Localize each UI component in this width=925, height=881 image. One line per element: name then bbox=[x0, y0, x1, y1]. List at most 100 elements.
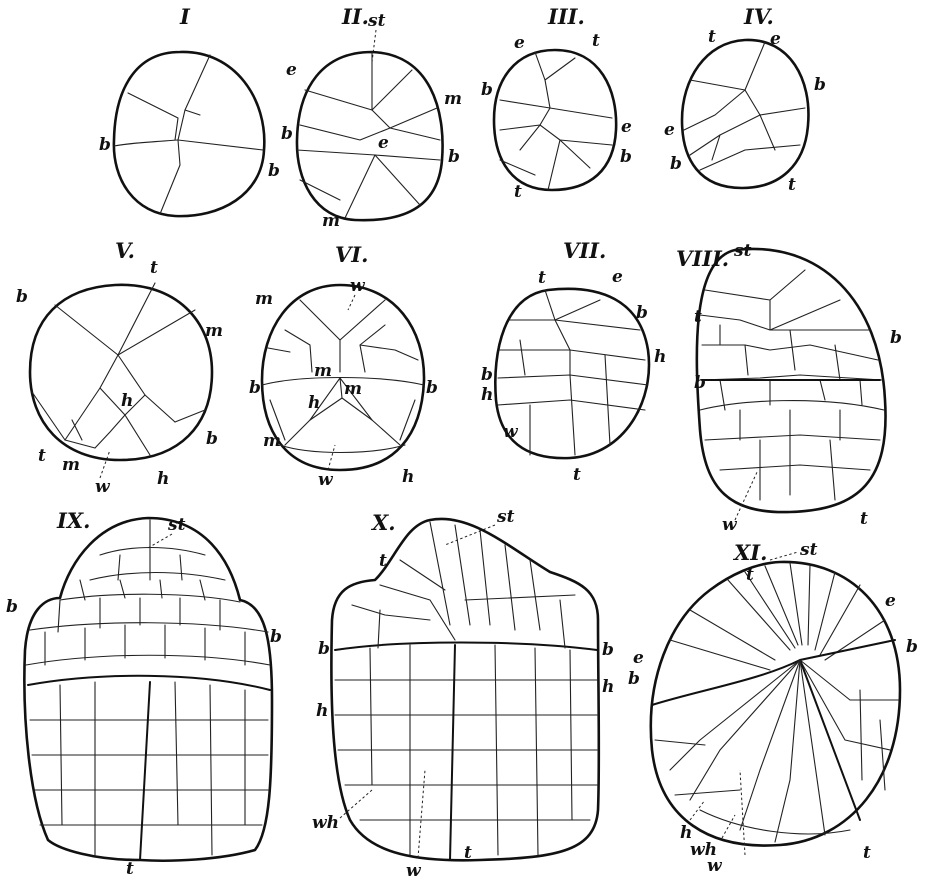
label-t: t bbox=[694, 307, 702, 327]
label-h: h bbox=[481, 385, 493, 405]
label-e: e bbox=[378, 133, 389, 153]
label-b: b bbox=[99, 135, 111, 155]
figure-iii: III. e t b e b t bbox=[481, 4, 632, 202]
label-e: e bbox=[621, 117, 632, 137]
label-h: h bbox=[157, 469, 169, 489]
label-w: w bbox=[503, 422, 519, 442]
label-b: b bbox=[694, 373, 706, 393]
label-st: st bbox=[799, 540, 818, 560]
figure-viii: VIII. st t b b w t bbox=[676, 241, 902, 535]
label-b: b bbox=[620, 147, 632, 167]
label-m: m bbox=[62, 455, 80, 475]
label-h: h bbox=[308, 393, 320, 413]
label-b: b bbox=[318, 639, 330, 659]
label-b: b bbox=[628, 669, 640, 689]
figure-vi: VI. m w b m m b h m w h bbox=[249, 242, 438, 490]
figure-title: I bbox=[179, 4, 191, 29]
figure-title: IX. bbox=[56, 508, 90, 533]
label-b: b bbox=[670, 154, 682, 174]
embryo-outline bbox=[494, 50, 616, 190]
figure-vii: VII. t e b b h h w t bbox=[481, 238, 666, 485]
label-t: t bbox=[38, 446, 46, 466]
label-t: t bbox=[126, 859, 134, 879]
label-e: e bbox=[286, 60, 297, 80]
label-t: t bbox=[379, 551, 387, 571]
label-b: b bbox=[481, 80, 493, 100]
label-w: w bbox=[350, 276, 366, 296]
figure-xi: XI. st t e e b b h wh bbox=[628, 540, 918, 876]
label-b: b bbox=[636, 303, 648, 323]
figure-title: IV. bbox=[743, 4, 774, 29]
figure-i: I b b bbox=[99, 4, 280, 216]
embryo-outline bbox=[30, 285, 212, 460]
label-t: t bbox=[708, 27, 716, 47]
label-b: b bbox=[814, 75, 826, 95]
embryo-outline bbox=[651, 562, 900, 846]
label-b: b bbox=[426, 378, 438, 398]
figure-title: X. bbox=[370, 510, 396, 535]
label-b: b bbox=[268, 161, 280, 181]
label-t: t bbox=[464, 843, 472, 863]
figure-title: VII. bbox=[563, 238, 606, 263]
embryo-outline bbox=[682, 40, 808, 188]
label-w: w bbox=[318, 470, 334, 490]
figure-iv: IV. t e b e b t bbox=[664, 4, 826, 195]
label-h: h bbox=[654, 347, 666, 367]
label-w: w bbox=[95, 477, 111, 497]
label-m: m bbox=[314, 361, 332, 381]
label-m: m bbox=[263, 431, 281, 451]
label-h: h bbox=[602, 677, 614, 697]
figure-title: V. bbox=[115, 238, 135, 263]
figure-title: VI. bbox=[335, 242, 368, 267]
label-e: e bbox=[770, 29, 781, 49]
label-m: m bbox=[444, 89, 462, 109]
label-m: m bbox=[344, 379, 362, 399]
figure-title: III. bbox=[547, 4, 585, 29]
label-b: b bbox=[270, 627, 282, 647]
label-m: m bbox=[205, 321, 223, 341]
label-b: b bbox=[906, 637, 918, 657]
label-b: b bbox=[481, 365, 493, 385]
figure-title: XI. bbox=[732, 540, 767, 565]
label-t: t bbox=[863, 843, 871, 863]
label-t: t bbox=[860, 509, 868, 529]
label-t: t bbox=[538, 268, 546, 288]
figure-ix: IX. st b bbox=[6, 508, 282, 879]
label-t: t bbox=[573, 465, 581, 485]
label-h: h bbox=[402, 467, 414, 487]
label-t: t bbox=[514, 182, 522, 202]
label-e: e bbox=[664, 120, 675, 140]
figure-x: X. st t b b h h wh w t bbox=[312, 507, 614, 881]
label-t: t bbox=[788, 175, 796, 195]
label-st: st bbox=[367, 11, 386, 31]
label-st: st bbox=[496, 507, 515, 527]
label-w: w bbox=[722, 515, 738, 535]
label-wh: wh bbox=[312, 813, 339, 833]
label-b: b bbox=[206, 429, 218, 449]
label-t: t bbox=[592, 31, 600, 51]
label-w: w bbox=[406, 861, 422, 881]
label-b: b bbox=[890, 328, 902, 348]
label-b: b bbox=[281, 124, 293, 144]
figure-title: II. bbox=[341, 4, 369, 29]
label-b: b bbox=[249, 378, 261, 398]
label-h: h bbox=[316, 701, 328, 721]
embryo-outline bbox=[495, 289, 649, 458]
label-b: b bbox=[16, 287, 28, 307]
label-b: b bbox=[448, 147, 460, 167]
label-t: t bbox=[746, 565, 754, 585]
figure-ii: II. st e m b e b m bbox=[281, 4, 462, 231]
label-m: m bbox=[322, 211, 340, 231]
label-b: b bbox=[602, 640, 614, 660]
label-m: m bbox=[255, 289, 273, 309]
embryo-outline bbox=[331, 519, 599, 860]
label-h: h bbox=[121, 391, 133, 411]
label-t: t bbox=[150, 258, 158, 278]
label-b: b bbox=[6, 597, 18, 617]
label-e: e bbox=[612, 267, 623, 287]
label-e: e bbox=[885, 591, 896, 611]
label-w: w bbox=[707, 856, 723, 876]
embryo-outline bbox=[114, 52, 264, 216]
label-e: e bbox=[514, 33, 525, 53]
